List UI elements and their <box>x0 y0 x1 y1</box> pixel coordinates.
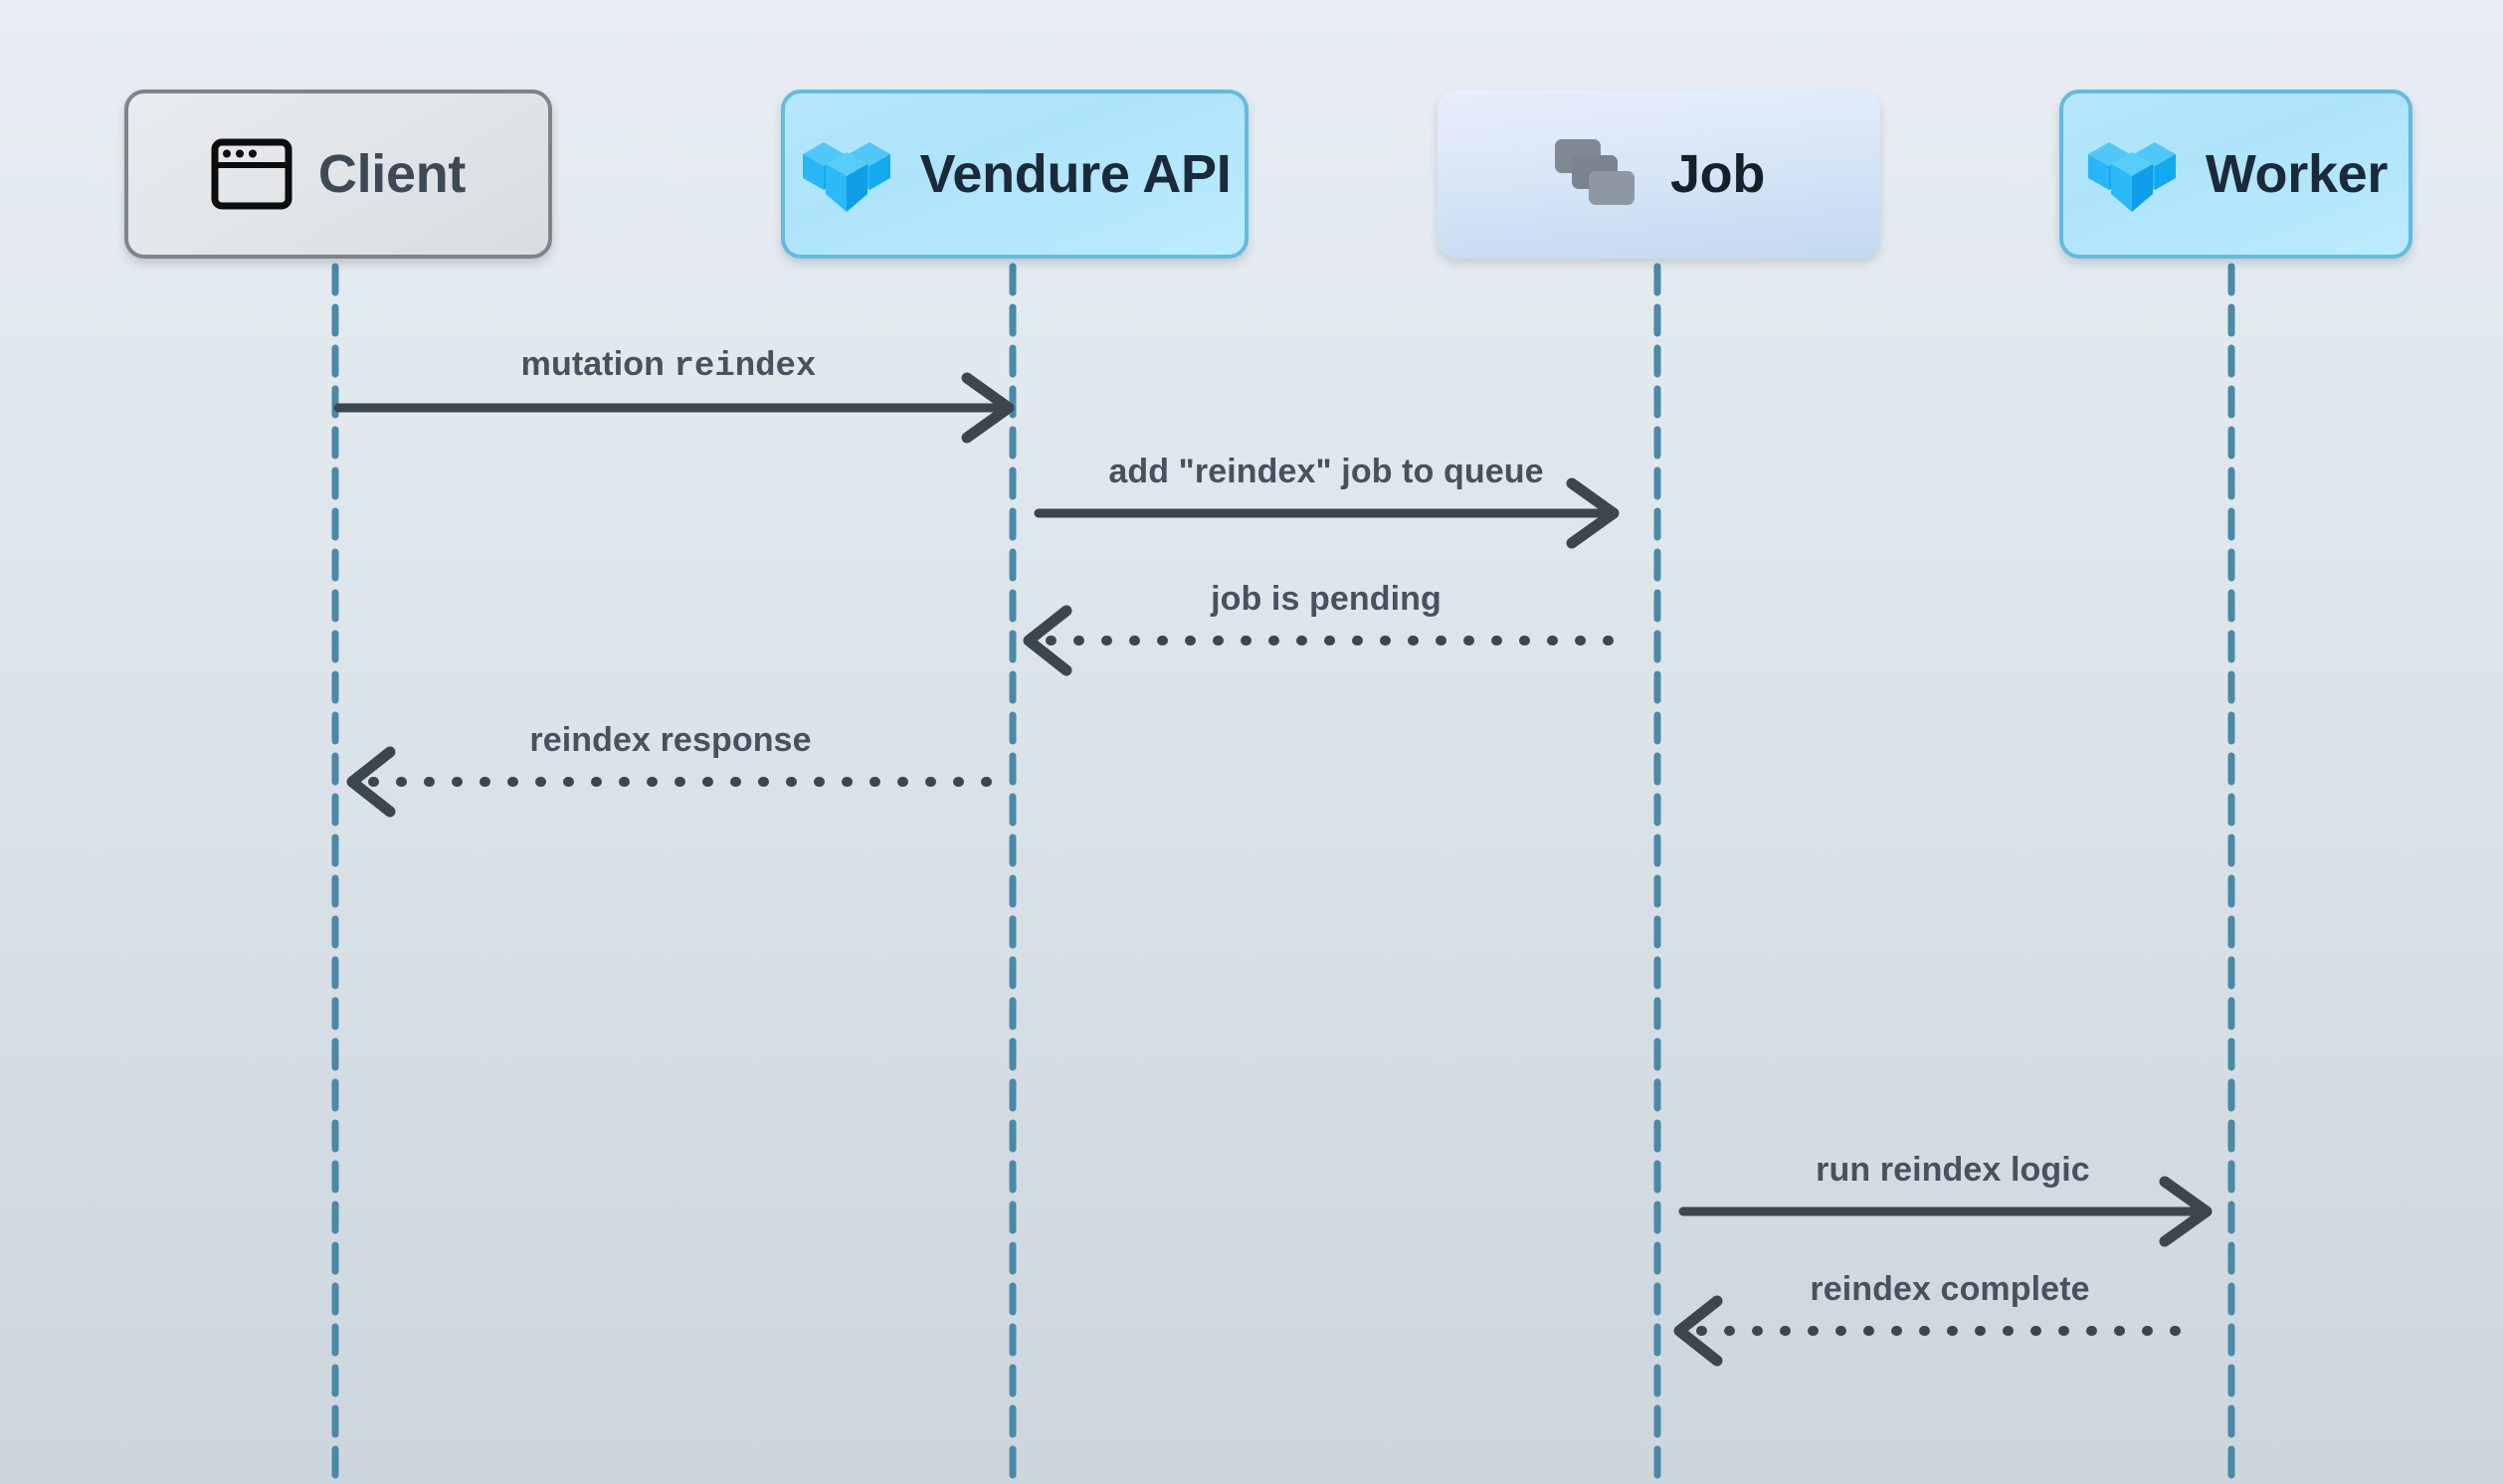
message-arrow-reindex-response <box>346 746 993 818</box>
participant-label-client: Client <box>317 144 467 204</box>
message-label-reindex-complete: reindex complete <box>1810 1270 2090 1308</box>
participant-job[interactable]: Job <box>1438 90 1880 259</box>
messages-group <box>333 372 2213 1367</box>
message-label-add-reindex-job: add "reindex" job to queue <box>1108 453 1544 490</box>
participant-worker[interactable]: Worker <box>2059 90 2412 259</box>
browser-window-icon <box>211 138 292 210</box>
message-arrow-reindex-complete <box>1673 1295 2204 1367</box>
participant-label-vendure-api: Vendure API <box>919 144 1232 204</box>
vendure-cubes-icon <box>2084 132 2180 216</box>
lifelines-group <box>331 263 2235 1484</box>
participant-client[interactable]: Client <box>124 90 552 259</box>
participant-vendure-api[interactable]: Vendure API <box>781 90 1249 259</box>
message-label-run-reindex-logic: run reindex logic <box>1816 1151 2090 1189</box>
message-label-reindex-response: reindex response <box>529 721 812 759</box>
message-arrow-job-is-pending <box>1023 605 1615 676</box>
stacked-cards-icon <box>1553 135 1644 213</box>
participant-label-job: Job <box>1669 144 1766 204</box>
message-label-mutation-reindex: mutation reindex <box>521 345 817 386</box>
message-arrow-run-reindex-logic <box>1678 1176 2213 1247</box>
message-label-job-is-pending: job is pending <box>1211 580 1442 618</box>
message-label-text-mono: reindex <box>674 348 817 386</box>
participant-label-worker: Worker <box>2205 144 2389 204</box>
vendure-cubes-icon <box>799 132 894 216</box>
message-label-text-plain: mutation <box>520 345 674 383</box>
message-arrow-add-reindex-job <box>1034 477 1620 549</box>
message-arrow-mutation-reindex <box>333 372 1015 444</box>
